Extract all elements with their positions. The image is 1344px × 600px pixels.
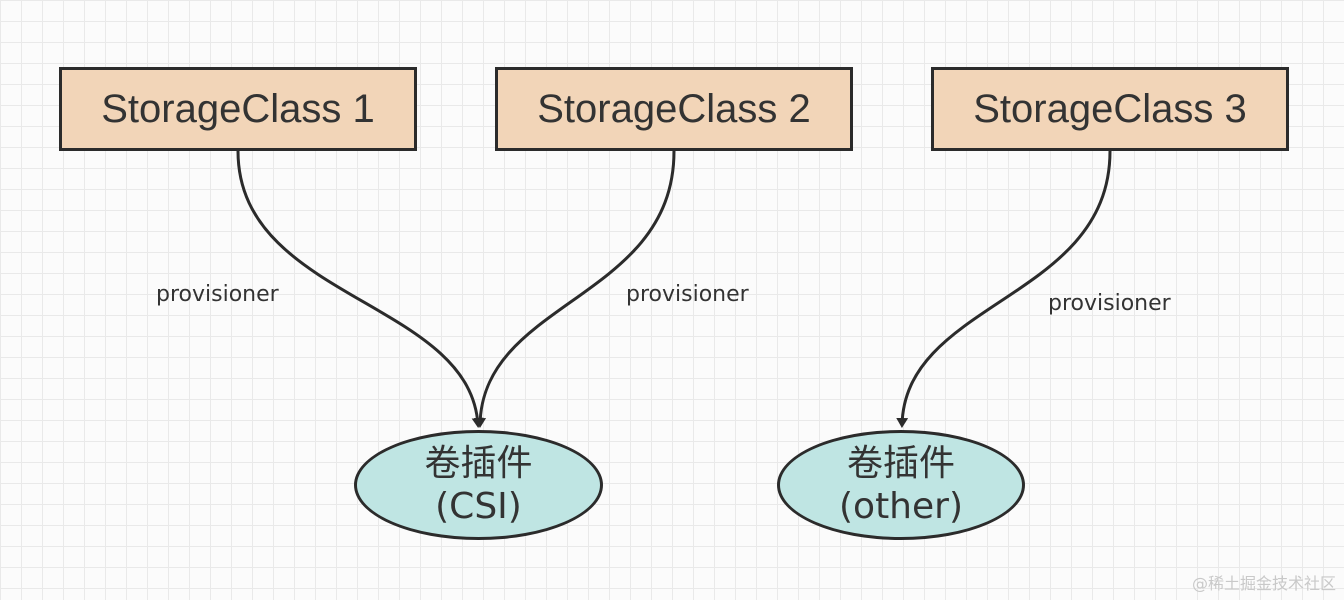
storageclass-3-node: StorageClass 3 — [931, 67, 1289, 151]
edge-label-provisioner-3: provisioner — [1048, 291, 1171, 316]
storageclass-1-label: StorageClass 1 — [101, 86, 375, 131]
edge-label-provisioner-2: provisioner — [626, 282, 749, 307]
volume-plugin-csi-node: 卷插件 (CSI) — [354, 430, 603, 540]
edge-storageclass-3-to-other — [896, 150, 1112, 428]
volume-plugin-csi-subtitle: (CSI) — [435, 486, 522, 527]
storageclass-3-label: StorageClass 3 — [973, 86, 1247, 131]
edge-label-provisioner-1: provisioner — [156, 282, 279, 307]
edge-storageclass-1-to-csi — [236, 150, 484, 428]
volume-plugin-csi-title: 卷插件 — [424, 442, 533, 484]
storageclass-2-node: StorageClass 2 — [495, 67, 853, 151]
edge-storageclass-2-to-csi — [474, 150, 676, 428]
volume-plugin-other-title: 卷插件 — [846, 442, 955, 484]
watermark: @稀土掘金技术社区 — [1191, 574, 1336, 593]
volume-plugin-other-node: 卷插件 (other) — [777, 430, 1025, 540]
volume-plugin-other-subtitle: (other) — [839, 486, 963, 527]
storageclass-2-label: StorageClass 2 — [537, 86, 811, 131]
storageclass-1-node: StorageClass 1 — [59, 67, 417, 151]
